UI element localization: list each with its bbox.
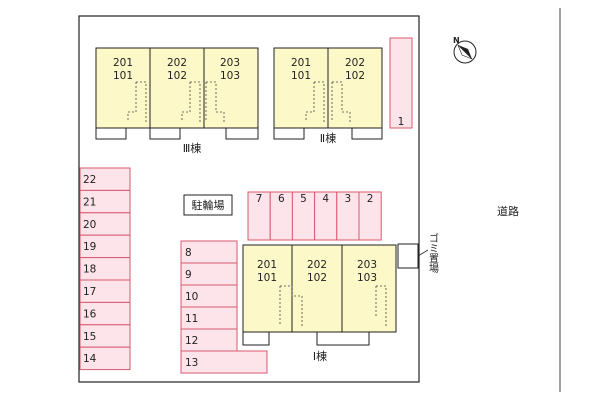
parking-space-1-label: 1 (398, 116, 405, 128)
garbage-leader-line (417, 249, 429, 257)
garbage-label: ゴミ置場 (427, 232, 439, 274)
parking-space-4-label: 4 (322, 193, 329, 205)
building-1-label: Ⅰ棟 (313, 349, 327, 363)
b2-unit-2-lower: 102 (345, 70, 365, 82)
building-2 (273, 47, 383, 140)
parking-space-11-label: 11 (185, 313, 198, 325)
parking-space-9-label: 9 (185, 269, 192, 281)
b1-unit-3-lower: 103 (357, 272, 377, 284)
parking-space-15-label: 15 (83, 331, 96, 343)
parking-space-19-label: 19 (83, 241, 96, 253)
parking-space-5-label: 5 (300, 193, 307, 205)
parking-space-18-label: 18 (83, 264, 96, 276)
b1-unit-2-upper: 202 (307, 259, 327, 271)
building-1 (242, 244, 397, 346)
north-compass-icon: N (453, 36, 477, 64)
bicycle-parking-label: 駐輪場 (192, 198, 225, 212)
b3-unit-3-upper: 203 (220, 57, 240, 69)
road-label: 道路 (497, 204, 519, 218)
b1-unit-1-upper: 201 (257, 259, 277, 271)
parking-space-14 (79, 346, 131, 371)
b1-unit-3-upper: 203 (357, 259, 377, 271)
b3-unit-1-lower: 101 (113, 70, 133, 82)
b2-unit-1-upper: 201 (291, 57, 311, 69)
parking-space-10-label: 10 (185, 291, 198, 303)
garbage-area-box (397, 243, 419, 269)
parking-space-12-label: 12 (185, 335, 198, 347)
parking-space-21-label: 21 (83, 196, 96, 208)
building-3 (95, 47, 259, 140)
parking-space-22-label: 22 (83, 174, 96, 186)
b1-unit-2-lower: 102 (307, 272, 327, 284)
unit-labels: 201 101 202 102 203 103 Ⅲ棟 201 101 202 1… (113, 57, 377, 363)
b3-unit-2-lower: 102 (167, 70, 187, 82)
parking-space-2-label: 2 (367, 193, 374, 205)
b3-unit-2-upper: 202 (167, 57, 187, 69)
parking-space-8-label: 8 (185, 247, 192, 259)
parking-space-16-label: 16 (83, 308, 97, 320)
parking-space-13 (180, 350, 268, 374)
b2-unit-2-upper: 202 (345, 57, 365, 69)
parking-space-6-label: 6 (278, 193, 285, 205)
svg-text:N: N (453, 36, 460, 45)
building-3-label: Ⅲ棟 (183, 141, 202, 155)
parking-space-3-label: 3 (345, 193, 352, 205)
parking-space-13-label: 13 (185, 357, 198, 369)
b1-unit-1-lower: 101 (257, 272, 277, 284)
parking-space-20-label: 20 (83, 219, 96, 231)
b2-unit-1-lower: 101 (291, 70, 311, 82)
b3-unit-3-lower: 103 (220, 70, 240, 82)
parking-space-14-label: 14 (83, 353, 97, 365)
b3-unit-1-upper: 201 (113, 57, 133, 69)
parking-space-2 (358, 191, 382, 241)
parking-space-17-label: 17 (83, 286, 96, 298)
parking-space-1 (389, 37, 413, 129)
building-2-label: Ⅱ棟 (320, 131, 336, 145)
bicycle-parking-box (183, 194, 233, 216)
parking-space-7-label: 7 (256, 193, 263, 205)
